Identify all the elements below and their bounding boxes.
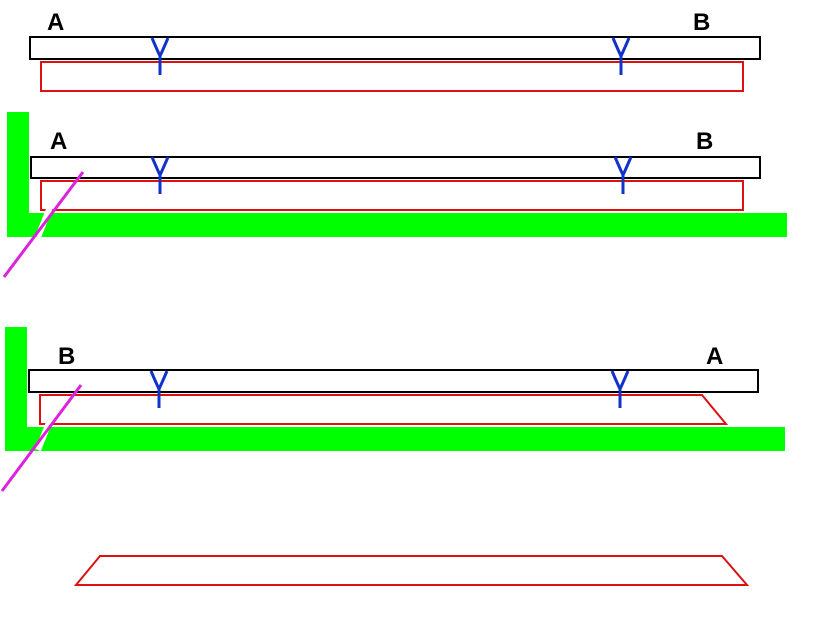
panel-1-template-board [29,36,761,60]
panel-2-screw-right-icon [613,156,633,194]
panel-1: A B [29,9,761,92]
panel-3-router-bit [0,384,83,492]
panel-3-fence-horizontal [5,427,785,451]
panel-4 [73,555,750,586]
panel-1-workpiece-blank [40,61,744,92]
panel-3: B A [0,327,785,492]
panel-3-screw-right-icon [610,370,630,408]
panel-1-label-left: A [47,9,64,36]
panel-3-workpiece-blank-beveled [39,394,729,425]
panel-1-label-right: B [693,9,710,36]
panel-3-fence-vertical [5,327,27,431]
panel-2-router-bit [2,171,85,278]
panel-2-fence-horizontal [7,213,787,237]
panel-3-screw-left-icon [149,370,169,408]
panel-2: A B [2,112,787,278]
panel-3-label-right: A [706,343,723,370]
panel-1-screw-left-icon [150,37,170,75]
panel-2-label-left: A [50,128,67,155]
panel-1-screw-right-icon [611,37,631,75]
panel-2-template-board [30,156,761,179]
panel-2-fence-vertical [7,112,29,216]
panel-3-label-left: B [58,343,75,370]
panel-2-label-right: B [696,128,713,155]
finished-workpiece-trapezoid [73,555,750,586]
panel-2-workpiece-blank [40,180,744,211]
panel-3-template-board [28,369,759,393]
panel-2-screw-left-icon [150,156,170,194]
